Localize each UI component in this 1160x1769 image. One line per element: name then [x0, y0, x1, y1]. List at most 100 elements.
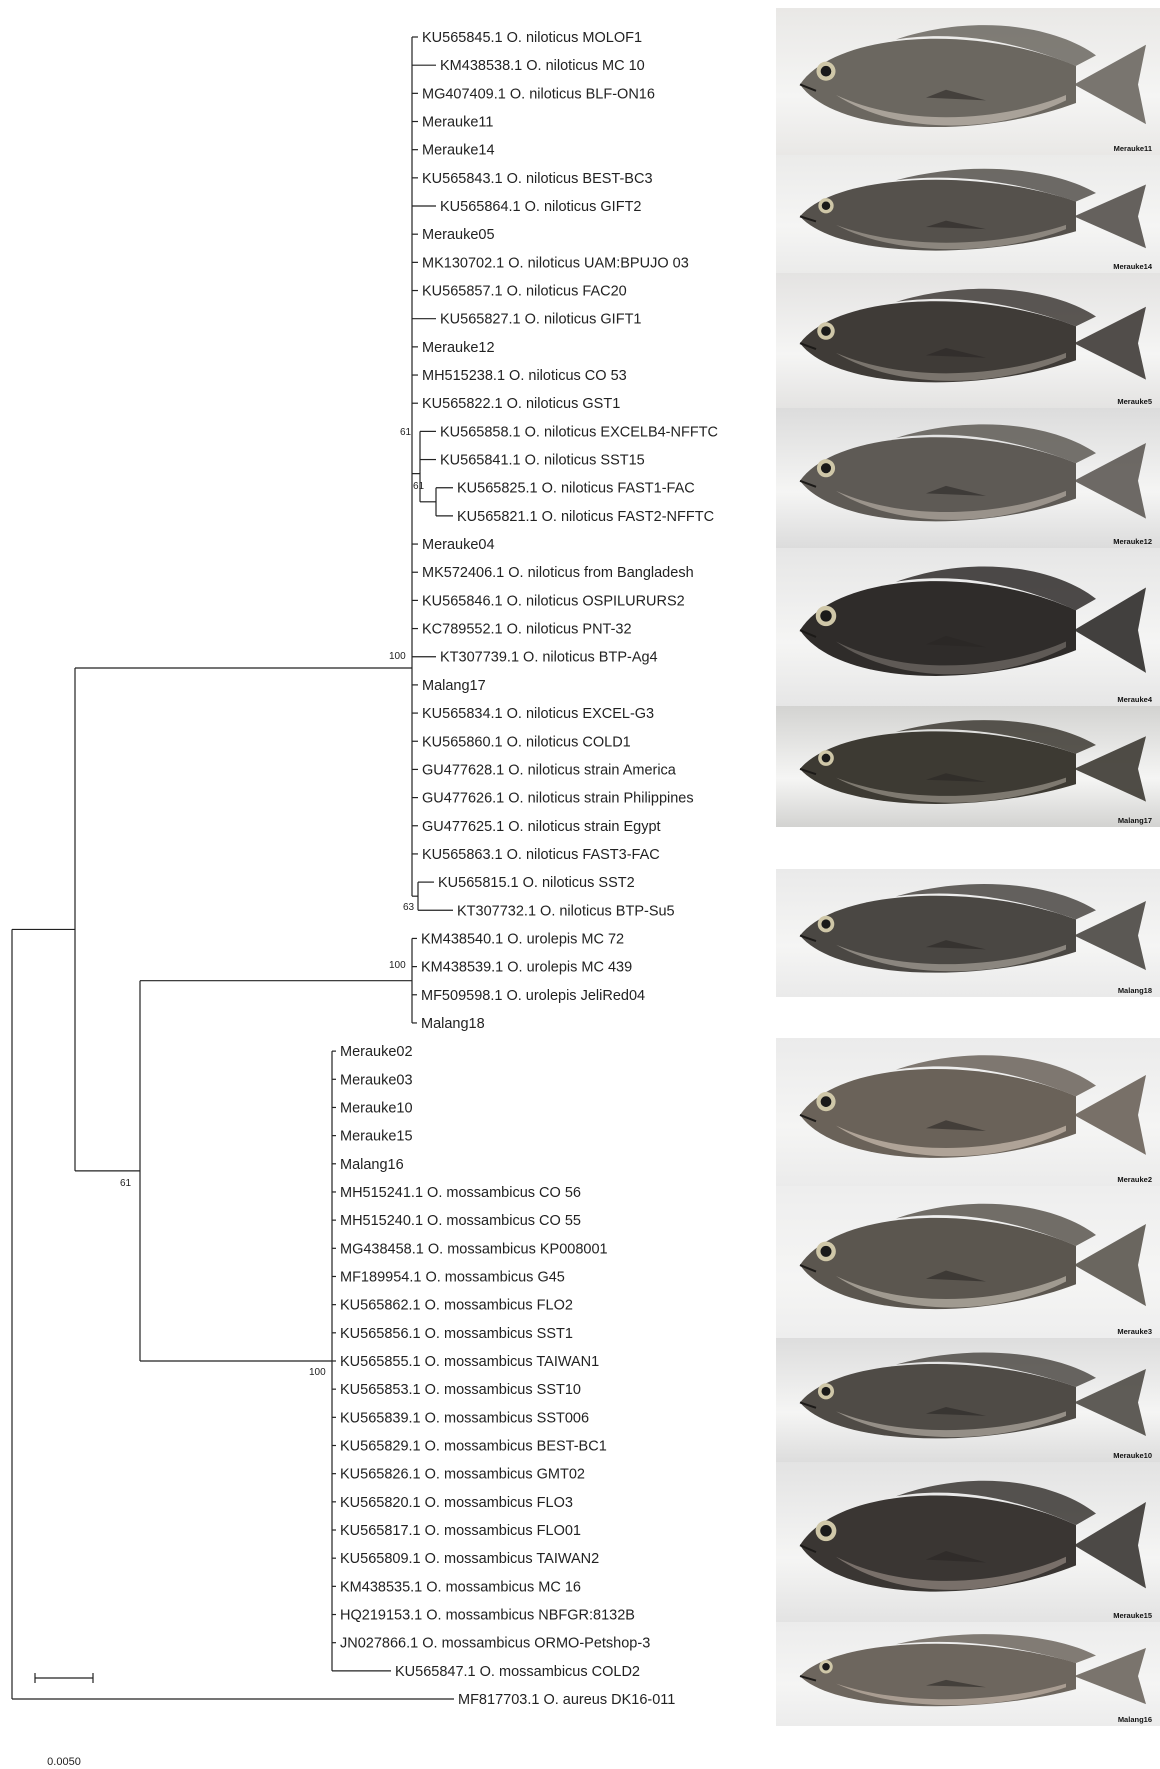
fish-illustration: [776, 1186, 1160, 1338]
leaf-label: KU565822.1 O. niloticus GST1: [422, 396, 620, 412]
fish-photo: Malang18: [776, 869, 1160, 997]
leaf-label: HQ219153.1 O. mossambicus NBFGR:8132B: [340, 1608, 635, 1624]
leaf-label: GU477625.1 O. niloticus strain Egypt: [422, 819, 661, 835]
leaf-label: KU565847.1 O. mossambicus COLD2: [395, 1664, 640, 1680]
leaf-label: MK130702.1 O. niloticus UAM:BPUJO 03: [422, 255, 689, 271]
photo-caption: Merauke12: [1113, 537, 1152, 546]
fish-illustration: [776, 1338, 1160, 1462]
leaf-label: Merauke14: [422, 143, 495, 159]
leaf-label: KU565864.1 O. niloticus GIFT2: [440, 199, 642, 215]
leaf-label: KU565825.1 O. niloticus FAST1-FAC: [457, 481, 695, 497]
bootstrap-labels: 61 61 100 63 100 61 100: [120, 427, 425, 1378]
fish-illustration: [776, 1038, 1160, 1186]
bootstrap-label: 100: [389, 960, 406, 971]
leaf-label: MG438458.1 O. mossambicus KP008001: [340, 1241, 608, 1257]
fish-photo: Malang17: [776, 706, 1160, 827]
fish-photo: Merauke10: [776, 1338, 1160, 1462]
leaf-label: GU477626.1 O. niloticus strain Philippin…: [422, 791, 694, 807]
leaf-label: KU565820.1 O. mossambicus FLO3: [340, 1495, 573, 1511]
leaf-label: KU565846.1 O. niloticus OSPILURURS2: [422, 593, 685, 609]
leaf-label: JN027866.1 O. mossambicus ORMO-Petshop-3: [340, 1636, 650, 1652]
fish-illustration: [776, 273, 1160, 408]
leaf-label: MH515238.1 O. niloticus CO 53: [422, 368, 627, 384]
leaf-label: KU565826.1 O. mossambicus GMT02: [340, 1467, 585, 1483]
leaf-label: KM438539.1 O. urolepis MC 439: [421, 960, 632, 976]
scale-bar-label: 0.0050: [47, 1756, 81, 1768]
leaf-label: KU565857.1 O. niloticus FAC20: [422, 284, 627, 300]
leaf-label: KU565809.1 O. mossambicus TAIWAN2: [340, 1551, 599, 1567]
bootstrap-label: 100: [389, 651, 406, 662]
fish-photo: Merauke5: [776, 273, 1160, 408]
leaf-label: MF817703.1 O. aureus DK16-011: [458, 1692, 675, 1708]
leaf-label: KU565843.1 O. niloticus BEST-BC3: [422, 171, 653, 187]
leaf-label: MK572406.1 O. niloticus from Bangladesh: [422, 565, 694, 581]
leaf-label: KU565841.1 O. niloticus SST15: [440, 453, 645, 469]
photo-caption: Merauke4: [1117, 695, 1152, 704]
leaf-label: Merauke05: [422, 227, 495, 243]
leaf-label: KU565853.1 O. mossambicus SST10: [340, 1382, 581, 1398]
leaf-label: Merauke12: [422, 340, 495, 356]
fish-photo: Merauke12: [776, 408, 1160, 548]
leaf-label: GU477628.1 O. niloticus strain America: [422, 762, 677, 778]
fish-illustration: [776, 706, 1160, 827]
leaf-label: MF189954.1 O. mossambicus G45: [340, 1269, 565, 1285]
leaf-label: KU565856.1 O. mossambicus SST1: [340, 1326, 573, 1342]
leaf-label: KU565815.1 O. niloticus SST2: [438, 875, 635, 891]
bootstrap-label: 61: [120, 1178, 132, 1189]
photo-caption: Malang16: [1118, 1715, 1152, 1724]
leaf-label: KM438535.1 O. mossambicus MC 16: [340, 1579, 581, 1595]
leaf-label: KU565855.1 O. mossambicus TAIWAN1: [340, 1354, 599, 1370]
fish-photo: Merauke4: [776, 548, 1160, 706]
photo-caption: Merauke11: [1114, 144, 1152, 153]
bootstrap-label: 61: [400, 427, 412, 438]
leaf-label: Merauke15: [340, 1129, 413, 1145]
phylogenetic-tree: KU565845.1 O. niloticus MOLOF1KM438538.1…: [0, 0, 780, 1769]
bootstrap-label: 63: [403, 902, 415, 913]
leaf-label: Malang18: [421, 1016, 485, 1032]
bootstrap-label: 100: [309, 1367, 326, 1378]
leaf-label: MH515241.1 O. mossambicus CO 56: [340, 1185, 581, 1201]
leaf-label: KU565834.1 O. niloticus EXCEL-G3: [422, 706, 654, 722]
fish-illustration: [776, 408, 1160, 548]
fish-illustration: [776, 8, 1160, 155]
fish-photo: Merauke3: [776, 1186, 1160, 1338]
leaf-label: KU565827.1 O. niloticus GIFT1: [440, 312, 642, 328]
fish-photo: Merauke15: [776, 1462, 1160, 1622]
leaf-label: KU565863.1 O. niloticus FAST3-FAC: [422, 847, 660, 863]
leaf-label: KU565862.1 O. mossambicus FLO2: [340, 1298, 573, 1314]
scale-bar: 0.0050: [35, 1673, 93, 1768]
fish-photo: Malang16: [776, 1622, 1160, 1726]
leaf-label: MF509598.1 O. urolepis JeliRed04: [421, 988, 645, 1004]
photo-caption: Merauke3: [1117, 1327, 1152, 1336]
leaf-label: KU565839.1 O. mossambicus SST006: [340, 1410, 589, 1426]
photo-caption: Malang18: [1118, 986, 1152, 995]
fish-illustration: [776, 155, 1160, 273]
fish-photo: Merauke11: [776, 8, 1160, 155]
fish-illustration: [776, 548, 1160, 706]
photo-caption: Merauke10: [1113, 1451, 1152, 1460]
leaf-labels: KU565845.1 O. niloticus MOLOF1KM438538.1…: [340, 30, 718, 1708]
leaf-label: Merauke02: [340, 1044, 413, 1060]
leaf-label: KU565829.1 O. mossambicus BEST-BC1: [340, 1439, 607, 1455]
leaf-label: KT307732.1 O. niloticus BTP-Su5: [457, 903, 675, 919]
leaf-label: Merauke04: [422, 537, 495, 553]
leaf-label: KU565821.1 O. niloticus FAST2-NFFTC: [457, 509, 714, 525]
leaf-label: Merauke11: [422, 115, 493, 131]
leaf-label: Merauke10: [340, 1100, 413, 1116]
fish-photo: Merauke14: [776, 155, 1160, 273]
leaf-label: KU565817.1 O. mossambicus FLO01: [340, 1523, 581, 1539]
leaf-label: KC789552.1 O. niloticus PNT-32: [422, 622, 632, 638]
leaf-label: Malang16: [340, 1157, 404, 1173]
photo-caption: Malang17: [1118, 816, 1152, 825]
leaf-label: KM438540.1 O. urolepis MC 72: [421, 931, 624, 947]
bootstrap-label: 61: [413, 481, 425, 492]
leaf-label: KU565845.1 O. niloticus MOLOF1: [422, 30, 642, 46]
photo-caption: Merauke14: [1113, 262, 1152, 271]
leaf-label: MH515240.1 O. mossambicus CO 55: [340, 1213, 581, 1229]
leaf-label: Malang17: [422, 678, 486, 694]
fish-illustration: [776, 1462, 1160, 1622]
leaf-label: KT307739.1 O. niloticus BTP-Ag4: [440, 650, 658, 666]
leaf-label: Merauke03: [340, 1072, 413, 1088]
leaf-label: KU565860.1 O. niloticus COLD1: [422, 734, 631, 750]
photo-caption: Merauke5: [1117, 397, 1152, 406]
